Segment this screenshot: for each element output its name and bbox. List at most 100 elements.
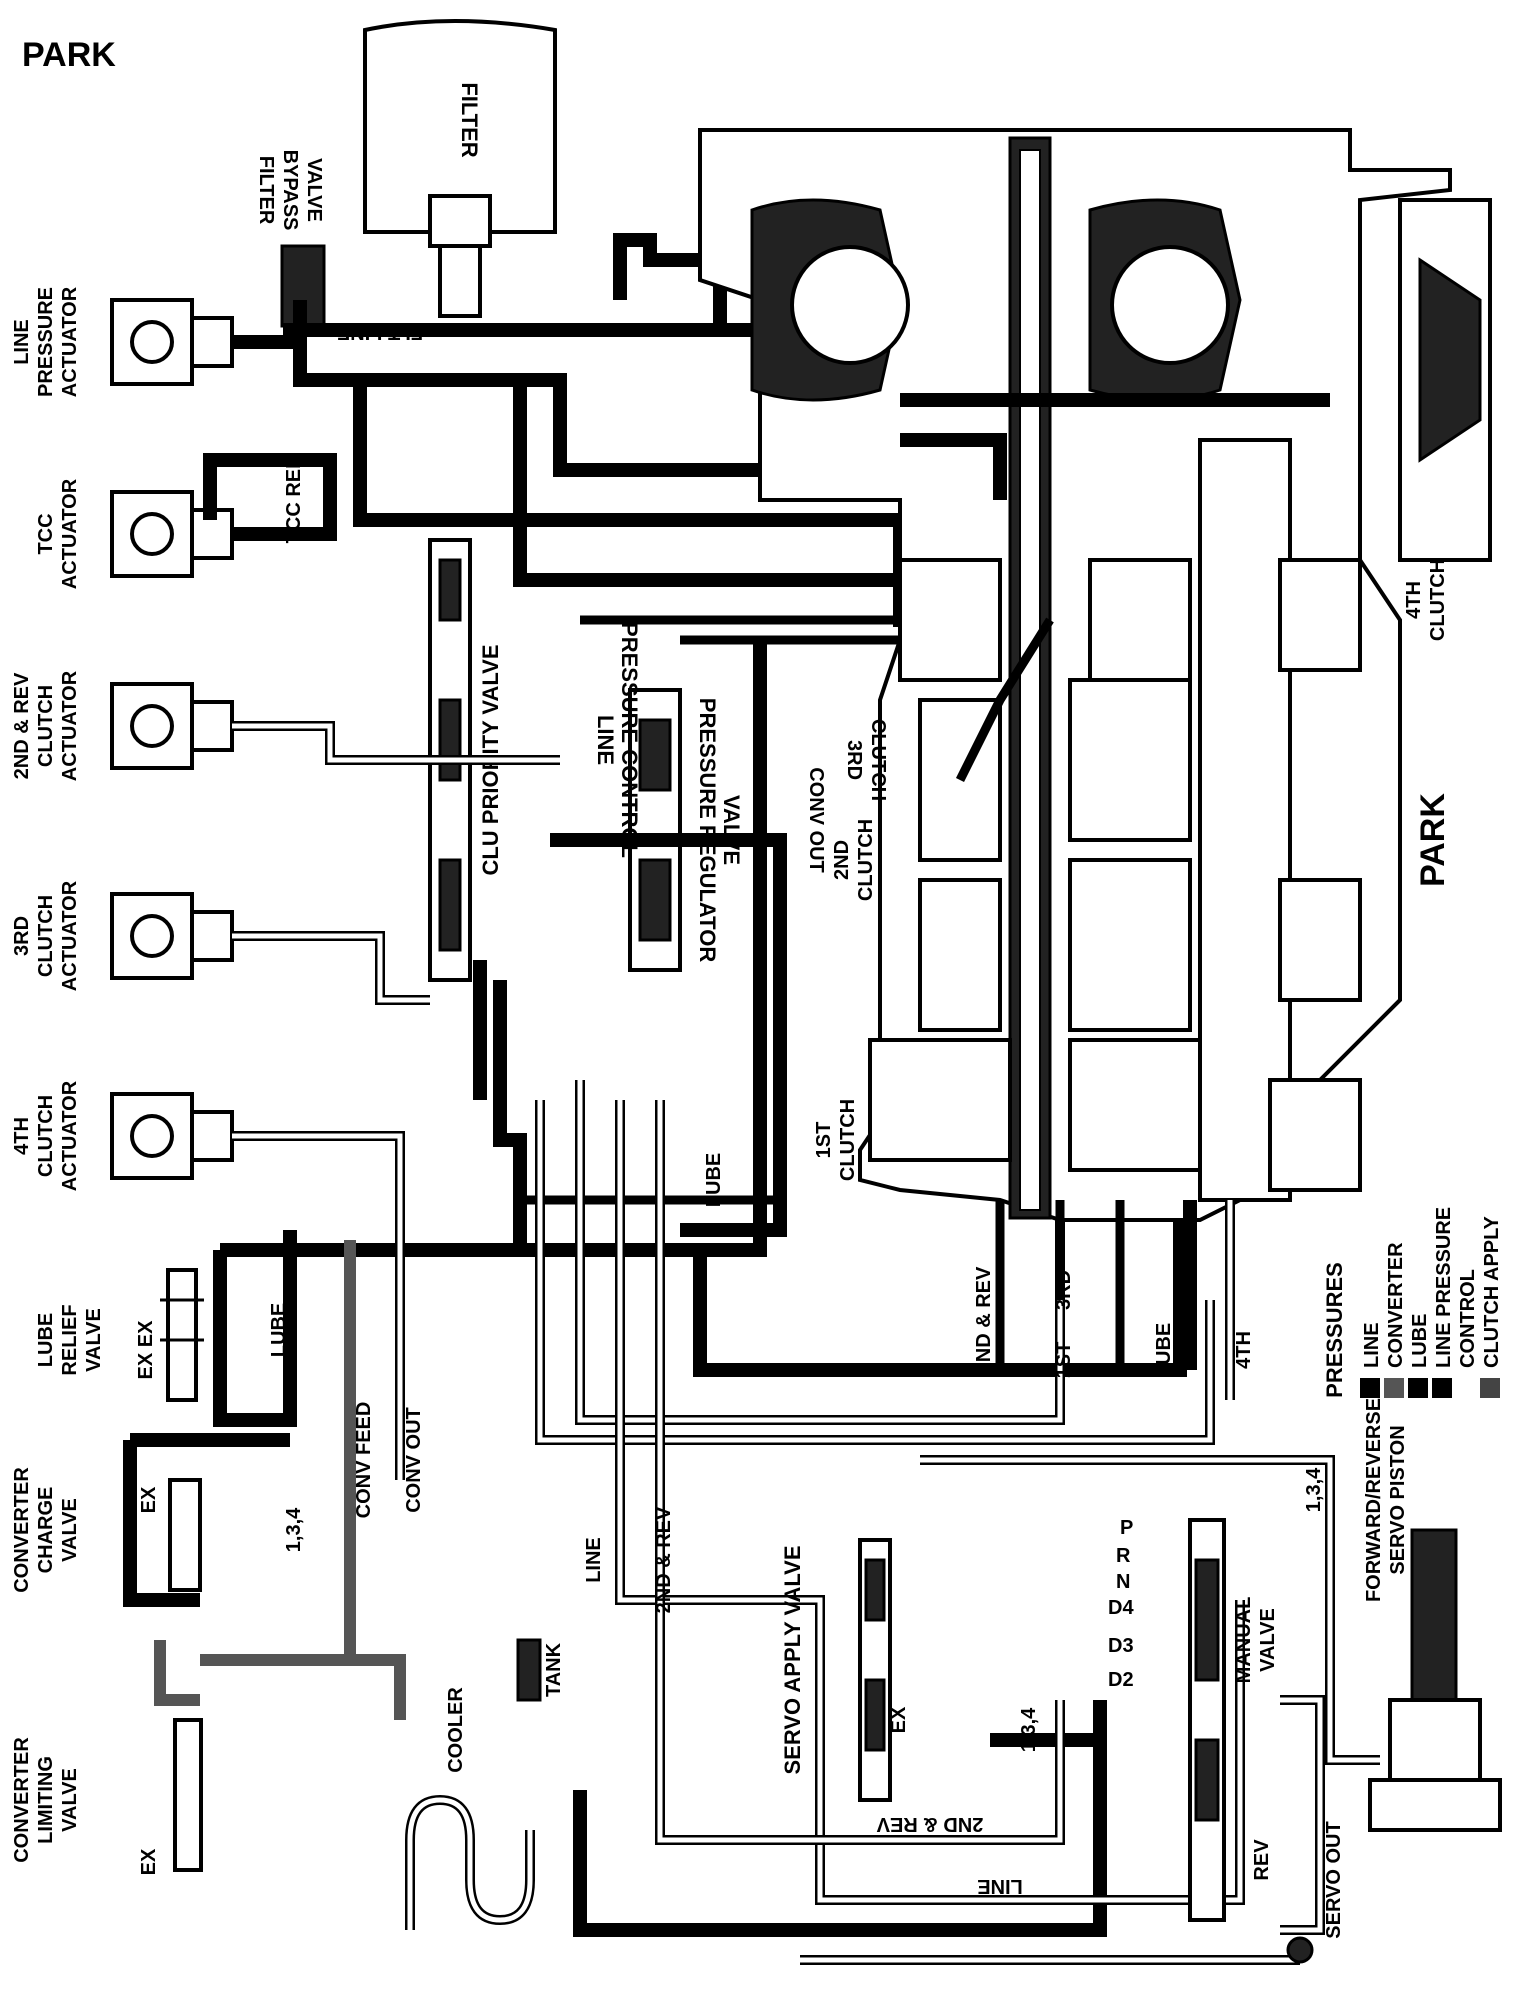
converter-limiting-valve: EX CONVERTER LIMITING VALVE [11, 1718, 203, 1875]
ex-label-charge: EX [138, 1486, 160, 1513]
legend-swatch-converter [1384, 1378, 1404, 1398]
gear-d3: D3 [1108, 1635, 1134, 1657]
conv-charge-label-2: CHARGE [35, 1487, 57, 1574]
2nd-rev-label-trans: 2ND & REV [973, 1266, 995, 1373]
line-pressure-actuator: LINE PRESSURE ACTUATOR [11, 286, 234, 397]
2nd-rev-label-bottom: 2ND & REV [876, 1813, 983, 1835]
3rd-act-label-1: 3RD [11, 916, 33, 956]
legend-label-line: LINE [1361, 1322, 1383, 1368]
tcc-label-1: TCC [35, 513, 57, 554]
legend-label-clutch-apply: CLUTCH APPLY [1481, 1215, 1503, 1368]
filter-bypass-label-3: VALVE [303, 158, 325, 222]
4th-clutch-label-2: CLUTCH [1427, 559, 1449, 641]
lpc-label-2: PRESSURE CONTROL [617, 622, 642, 858]
legend-swatch-line [1360, 1378, 1380, 1398]
lube-relief-label-1: LUBE [35, 1313, 57, 1367]
legend-label-lpc-2: CONTROL [1457, 1269, 1479, 1368]
4th-clutch-label-1: 4TH [1403, 581, 1425, 619]
lpc-label-1: LINE [593, 715, 618, 765]
servo-piston-label-2: SERVO PISTON [1387, 1425, 1409, 1574]
legend-swatch-lube [1408, 1378, 1428, 1398]
filter-label: FILTER [457, 82, 482, 157]
4th-act-label-3: ACTUATOR [59, 1080, 81, 1191]
3rd-act-label-3: ACTUATOR [59, 880, 81, 991]
manual-label-2: VALVE [1257, 1608, 1279, 1672]
lube-relief-label-3: VALVE [83, 1308, 105, 1372]
ex-label-limiting: EX [138, 1848, 160, 1875]
tank: TANK [516, 1638, 565, 1702]
lpa-label-2: PRESSURE [35, 287, 57, 397]
conv-out-label-left: CONV OUT [403, 1407, 425, 1513]
lpa-label-1: LINE [11, 319, 33, 365]
one-three-four-left: 1,3,4 [283, 1507, 305, 1552]
gear-n: N [1116, 1571, 1130, 1593]
1st-clutch-label-2: CLUTCH [837, 1099, 859, 1181]
tank-label: TANK [543, 1642, 565, 1697]
tcc-actuator: TCC ACTUATOR [35, 478, 234, 589]
line-label-left: LINE [583, 1537, 605, 1583]
2nd-clutch-label-2: CLUTCH [855, 819, 877, 901]
one-three-four-servo: 1,3,4 [1018, 1707, 1040, 1752]
second-rev-clutch-actuator: 2ND & REV CLUTCH ACTUATOR [11, 670, 234, 781]
lube-label-trans: LUBE [1153, 1323, 1175, 1377]
2nd-rev-label-left: 2ND & REV [653, 1506, 675, 1613]
conv-out-label-center: CONV OUT [805, 767, 827, 873]
prv-label-2: VALVE [719, 795, 744, 865]
ex-label-servo: EX [888, 1706, 910, 1733]
lube-relief-valve: EX EX LUBE RELIEF VALVE [35, 1268, 204, 1402]
forward-reverse-servo-piston: FORWARD/REVERSE SERVO PISTON [1363, 1398, 1502, 1832]
servo-out: SERVO OUT [1286, 1821, 1345, 1964]
diagram-title: PARK [22, 36, 116, 74]
3rd-act-label-2: CLUTCH [35, 895, 57, 977]
gear-r: R [1116, 1545, 1131, 1567]
conv-charge-label-1: CONVERTER [11, 1467, 33, 1593]
filter-bypass-label-2: BYPASS [279, 150, 301, 231]
cooler: COOLER [405, 1687, 535, 1930]
cooler-label: COOLER [445, 1687, 467, 1773]
transmission-cross-section [698, 128, 1492, 1222]
lube-label-center: LUBE [703, 1153, 725, 1207]
3rd-clutch-label-2: CLUTCH [867, 719, 889, 801]
lube-relief-label-2: RELIEF [59, 1304, 81, 1375]
4th-act-label-1: 4TH [11, 1117, 33, 1155]
3rd-clutch-label-1: 3RD [843, 740, 865, 780]
conv-feed-label: CONV FEED [353, 1402, 375, 1519]
4th-label-trans: 4TH [1233, 1331, 1255, 1369]
legend-swatch-clutch-apply [1480, 1378, 1500, 1398]
servo-piston-label-1: FORWARD/REVERSE [1363, 1398, 1385, 1602]
filter: FILTER [363, 19, 557, 318]
2rev-label-1: 2ND & REV [11, 672, 33, 779]
2rev-label-3: ACTUATOR [59, 670, 81, 781]
ex-ex-label: EX EX [135, 1320, 157, 1380]
pressure-regulator-valve: LINE PRESSURE CONTROL PRESSURE REGULATOR… [593, 622, 744, 972]
converter-charge-valve: EX CONVERTER CHARGE VALVE [11, 1467, 202, 1593]
manual-label-1: MANUAL [1233, 1597, 1255, 1684]
line-label-bottom: LINE [977, 1875, 1023, 1897]
prv-label-1: PRESSURE REGULATOR [695, 698, 720, 963]
one-three-four-right: 1,3,4 [1303, 1467, 1325, 1512]
1st-clutch-label-1: 1ST [813, 1122, 835, 1159]
legend-label-lube: LUBE [1409, 1314, 1431, 1368]
servo-out-label: SERVO OUT [1323, 1821, 1345, 1938]
conv-limit-label-3: VALVE [59, 1768, 81, 1832]
legend-label-lpc-1: LINE PRESSURE [1433, 1207, 1455, 1368]
gear-d4: D4 [1108, 1597, 1134, 1619]
conv-limit-label-1: CONVERTER [11, 1737, 33, 1863]
rev-label: REV [1251, 1839, 1273, 1881]
filter-bypass-label-1: FILTER [255, 156, 277, 225]
legend-swatch-lpc [1432, 1378, 1452, 1398]
manual-valve: MANUAL VALVE P R N D4 D3 D2 [1108, 1517, 1279, 1922]
legend: PRESSURES LINE CONVERTER LUBE LINE PRESS… [1322, 1207, 1503, 1398]
legend-label-converter: CONVERTER [1385, 1242, 1407, 1368]
third-clutch-actuator: 3RD CLUTCH ACTUATOR [11, 880, 234, 991]
servo-apply-valve: SERVO APPLY VALVE EX [780, 1538, 910, 1802]
servo-apply-label: SERVO APPLY VALVE [780, 1545, 805, 1774]
tcc-label-2: ACTUATOR [59, 478, 81, 589]
filter-bypass-valve: FILTER BYPASS VALVE [255, 150, 326, 328]
2nd-clutch-label-1: 2ND [831, 840, 853, 880]
lpa-label-3: ACTUATOR [59, 286, 81, 397]
2rev-label-2: CLUTCH [35, 685, 57, 767]
conv-limit-label-2: LIMITING [35, 1756, 57, 1844]
legend-title: PRESSURES [1322, 1262, 1347, 1398]
